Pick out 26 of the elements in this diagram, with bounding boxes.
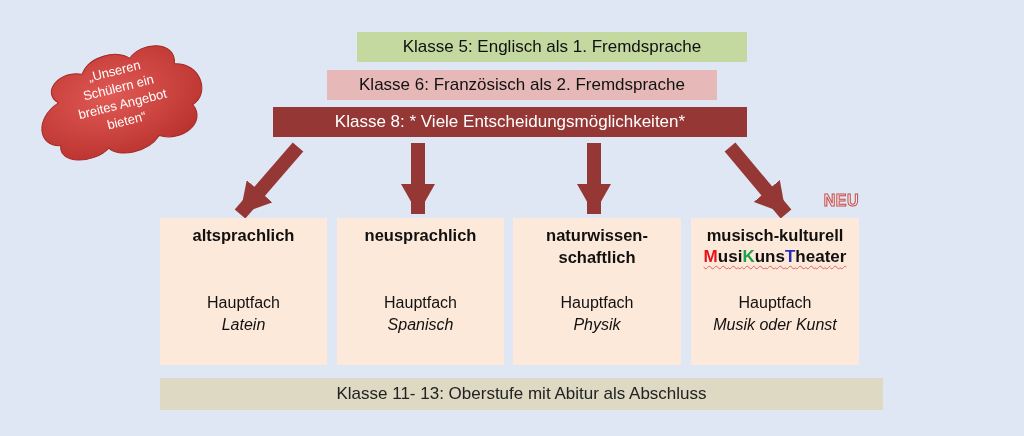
track-title: altsprachlich [191,225,296,246]
subject-label: Hauptfach [738,293,812,313]
track-title: musisch-kulturell [705,225,845,246]
grade-banner: Klasse 8: * Viele Entscheidungsmöglichkeiten* [273,107,747,137]
program-name: MusiKunsTheater [703,246,847,268]
track-title: neusprachlich [363,225,478,246]
track-card [337,218,504,365]
arrow [401,143,435,214]
new-tag: NEU [823,192,859,210]
subject-label: Hauptfach [560,293,634,313]
track-title: naturwissen- schaftlich [545,225,649,268]
quote-text: „Unseren Schülern ein breites Angebot bieten“ [75,56,170,135]
subject-name: Spanisch [387,315,454,335]
arrow [577,143,611,214]
grade-banner: Klasse 11- 13: Oberstufe mit Abitur als Abschluss [160,378,883,410]
arrow [234,142,304,219]
subject-name: Physik [573,315,621,335]
track-card [160,218,327,365]
subject-label: Hauptfach [207,293,280,313]
subject-name: Latein [221,315,266,335]
arrow [724,142,792,219]
grade-banner: Klasse 6: Französisch als 2. Fremdsprache [327,70,717,100]
track-card [513,218,681,365]
subject-name: Musik oder Kunst [713,315,837,335]
subject-label: Hauptfach [384,293,457,313]
grade-banner: Klasse 5: Englisch als 1. Fremdsprache [357,32,747,62]
